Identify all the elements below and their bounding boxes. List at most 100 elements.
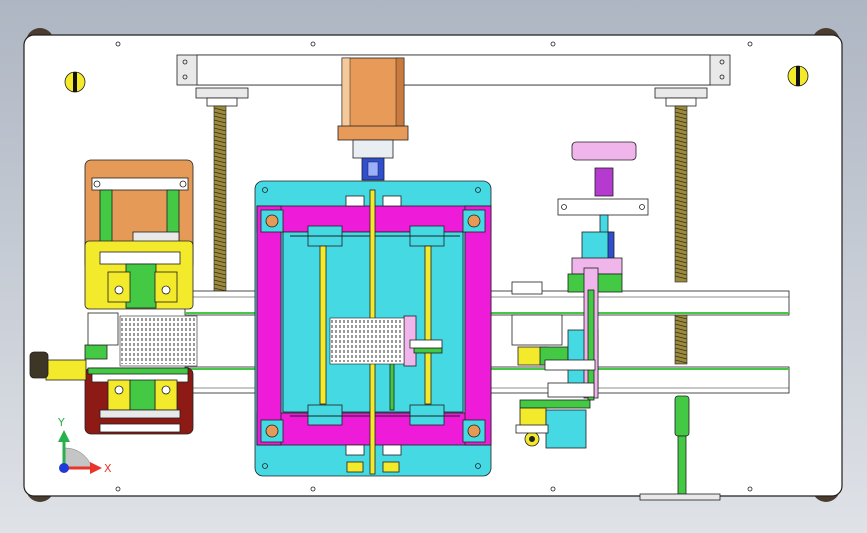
mount-hole — [115, 41, 121, 47]
screw-thread — [674, 111, 688, 116]
screw-thread — [674, 183, 688, 188]
screw-thread — [674, 147, 688, 152]
screw-thread — [674, 215, 688, 220]
screw-thread — [674, 251, 688, 256]
screw-thread — [674, 167, 688, 172]
screw-thread — [213, 239, 227, 244]
screw-thread — [213, 139, 227, 144]
screw-thread — [213, 111, 227, 116]
screw-thread — [674, 347, 688, 352]
lead-screw-left — [195, 87, 249, 297]
screw-thread — [213, 215, 227, 220]
screw-thread — [213, 159, 227, 164]
lead-screw-right — [654, 87, 708, 365]
screw-thread — [674, 247, 688, 252]
screw-thread — [674, 159, 688, 164]
mount-hole — [115, 486, 121, 492]
right-actuator-module — [511, 141, 649, 449]
screw-thread — [674, 327, 688, 332]
plate-holes — [115, 41, 753, 492]
screw-thread — [674, 211, 688, 216]
screw-thread — [674, 203, 688, 208]
screw-thread — [674, 275, 688, 280]
screw-thread — [213, 199, 227, 204]
screw-thread — [674, 151, 688, 156]
screw-thread — [213, 223, 227, 228]
top-gantry-beam — [176, 54, 731, 86]
screw-thread — [213, 271, 227, 276]
screw-thread — [674, 243, 688, 248]
screw-thread — [213, 227, 227, 232]
screw-thread — [213, 195, 227, 200]
screw-thread — [674, 191, 688, 196]
screw-thread — [674, 171, 688, 176]
contact-pin-array — [119, 315, 405, 367]
screw-thread — [213, 147, 227, 152]
screw-thread — [213, 191, 227, 196]
screw-thread — [674, 131, 688, 136]
screw-thread — [674, 343, 688, 348]
screw-thread — [674, 179, 688, 184]
screw-thread — [213, 219, 227, 224]
screw-thread — [213, 211, 227, 216]
mount-hole — [747, 486, 753, 492]
mount-hole — [550, 486, 556, 492]
screw-thread — [674, 235, 688, 240]
screw-thread — [674, 199, 688, 204]
screw-thread — [674, 267, 688, 272]
screw-thread — [213, 131, 227, 136]
screw-thread — [674, 359, 688, 364]
screw-thread — [213, 107, 227, 112]
pin-block — [329, 317, 405, 365]
screw-thread — [213, 119, 227, 124]
screw-thread — [674, 335, 688, 340]
screw-thread — [674, 331, 688, 336]
screw-thread — [213, 135, 227, 140]
screw-thread — [213, 183, 227, 188]
screw-thread — [213, 179, 227, 184]
screw-thread — [213, 207, 227, 212]
screw-thread — [213, 235, 227, 240]
mount-hole — [747, 41, 753, 47]
screw-thread — [674, 195, 688, 200]
screw-thread — [213, 115, 227, 120]
green-stud — [639, 395, 721, 501]
screw-thread — [674, 123, 688, 128]
screw-thread — [674, 155, 688, 160]
screw-thread — [674, 207, 688, 212]
triad-x-label: X — [104, 462, 112, 475]
screw-thread — [674, 219, 688, 224]
screw-thread — [213, 155, 227, 160]
screw-thread — [674, 187, 688, 192]
screw-thread — [213, 231, 227, 236]
screw-thread — [674, 239, 688, 244]
screw-thread — [674, 355, 688, 360]
screw-thread — [213, 259, 227, 264]
triad-y-label: Y — [57, 416, 65, 429]
screw-thread — [674, 323, 688, 328]
indicator-left — [64, 71, 86, 93]
coordinate-triad: X Y — [57, 416, 112, 475]
screw-thread — [674, 143, 688, 148]
screw-thread — [213, 203, 227, 208]
triad-y-arrow — [58, 430, 70, 442]
screw-thread — [674, 319, 688, 324]
indicator-right — [787, 65, 809, 87]
screw-thread — [674, 339, 688, 344]
mount-hole — [550, 41, 556, 47]
screw-thread — [213, 247, 227, 252]
screw-thread — [674, 223, 688, 228]
screw-thread — [213, 283, 227, 288]
triad-x-arrow — [90, 462, 102, 474]
screw-thread — [674, 315, 688, 320]
screw-thread — [213, 187, 227, 192]
mount-hole — [310, 41, 316, 47]
screw-thread — [674, 115, 688, 120]
screw-thread — [213, 127, 227, 132]
screw-thread — [674, 127, 688, 132]
screw-thread — [213, 123, 227, 128]
screw-thread — [213, 171, 227, 176]
screw-thread — [674, 263, 688, 268]
screw-thread — [674, 259, 688, 264]
screw-thread — [213, 167, 227, 172]
